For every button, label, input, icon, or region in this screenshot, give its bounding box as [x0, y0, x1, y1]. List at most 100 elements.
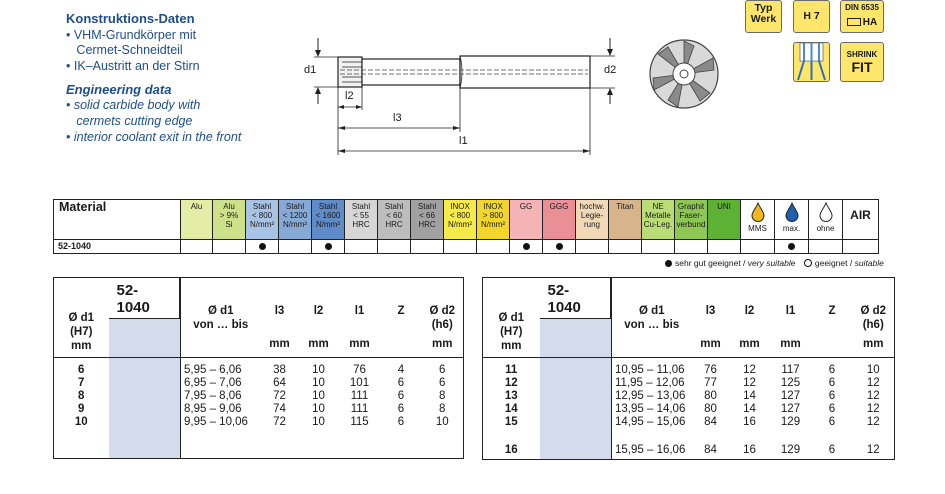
cell-d2: 10	[852, 357, 895, 377]
header-range-line: von … bis	[624, 319, 680, 331]
cell-z: 6	[397, 390, 405, 402]
cell-l3: 80	[704, 403, 717, 415]
material-cell-7	[410, 239, 444, 254]
cell-range: 11,95 – 12,06	[611, 377, 692, 390]
header-l2-line: l2	[313, 305, 324, 317]
cell-blank	[539, 357, 612, 377]
cell-l3: 80	[704, 390, 717, 402]
feature-de-3: • IK–Austritt an der Stirn	[66, 59, 200, 73]
typ-werk-badge: Typ Werk	[745, 0, 782, 33]
header-d2-line: (h6)	[862, 319, 884, 331]
cell-l1: 101	[349, 377, 370, 389]
cell-z: 6	[397, 377, 405, 389]
article-code-cell: 52-1040	[108, 277, 181, 358]
material-cell-15	[674, 239, 708, 254]
cell-range: 15,95 – 16,06	[611, 429, 692, 460]
cell-l1: 111	[350, 390, 369, 402]
header-l2-line: l2	[744, 305, 755, 317]
header-d1-line: (H7)	[70, 326, 93, 338]
cell-l2: 10	[312, 364, 325, 376]
material-header-6: Stahl < 60 HRC	[377, 199, 411, 240]
feature-en-1: • solid carbide body with	[66, 98, 201, 112]
cell-l3: 74	[273, 403, 286, 415]
material-cell-11	[542, 239, 576, 254]
cell-range: 7,95 – 8,06	[180, 390, 261, 403]
cell-l2: 12	[743, 364, 756, 376]
ha-text: HA	[862, 17, 878, 28]
legend-open-text: geeignet /	[814, 258, 855, 268]
header-range: Ø d1 von … bis	[611, 277, 692, 358]
cell-d1: 11	[482, 357, 540, 377]
cell-d1: 10	[53, 416, 109, 459]
shank-icon	[846, 18, 861, 27]
dim-l1-label: l1	[459, 135, 468, 147]
typ-label: Typ	[754, 2, 773, 14]
coolant-channels-icon	[797, 42, 826, 81]
material-cell-0	[180, 239, 213, 254]
cell-z: 6	[828, 403, 836, 415]
cell-l2: 12	[743, 377, 756, 389]
cell-blank	[539, 429, 612, 460]
header-d2-line: Ø d2	[429, 305, 456, 317]
material-cell-8	[443, 239, 477, 254]
title-en: Engineering data	[66, 82, 172, 97]
material-cell-10	[509, 239, 543, 254]
header-l1-line: l1	[354, 305, 365, 317]
cell-blank	[539, 403, 612, 416]
legend-solid-text: sehr gut geeignet /	[675, 258, 748, 268]
suitability-dot	[522, 243, 530, 250]
title-de: Konstruktions-Daten	[66, 11, 195, 26]
cell-d2: 6	[421, 357, 464, 377]
cell-d1: 8	[53, 390, 109, 403]
cell-range: 13,95 – 14,06	[611, 403, 692, 416]
ha-label: HA	[841, 17, 883, 28]
material-cell-12	[575, 239, 609, 254]
header-d1: Ø d1(H7)mm	[482, 277, 540, 358]
cell-blank	[108, 403, 181, 416]
cell-d1: 15	[482, 416, 540, 429]
material-cell-4	[311, 239, 345, 254]
header-d1-line: Ø d1	[68, 312, 95, 324]
cell-z: 6	[811, 429, 853, 460]
cell-d1: 14	[482, 403, 540, 416]
cell-l2: 16	[743, 416, 756, 428]
cell-blank	[539, 416, 612, 429]
header-l3-line: mm	[269, 338, 290, 350]
material-header-8: INOX < 800 N/mm²	[443, 199, 477, 240]
material-cell-14	[641, 239, 675, 254]
material-header-11: GGG	[542, 199, 576, 240]
suitability-dot	[555, 243, 563, 250]
header-l3-line: l3	[705, 305, 716, 317]
fit-label: FIT	[851, 59, 873, 75]
cell-d1: 6	[53, 357, 109, 377]
feature-de-2: Cermet-Schneidteil	[66, 43, 183, 57]
cell-d2: 12	[852, 429, 895, 460]
cell-l2: 10	[298, 416, 339, 459]
material-cell-5	[344, 239, 378, 254]
header-z-line: Z	[828, 305, 836, 317]
material-cell-9	[476, 239, 510, 254]
header-range-line: Ø d1	[638, 305, 665, 317]
material-header-4: Stahl < 1600 N/mm²	[311, 199, 345, 240]
material-cell-6	[377, 239, 411, 254]
coolant-header-0: MMS	[740, 199, 775, 240]
coolant-header-1: max.	[774, 199, 809, 240]
cell-l2: 10	[312, 390, 325, 402]
coolant-label-0: MMS	[748, 224, 767, 233]
header-l3-line	[261, 318, 299, 332]
cell-l1: 129	[780, 416, 801, 428]
coolant-header-2: ohne	[808, 199, 843, 240]
cell-blank	[108, 390, 181, 403]
header-d2: Ø d2(h6)mm	[421, 277, 464, 358]
header-l1-line: mm	[349, 338, 370, 350]
header-l1-line: mm	[780, 338, 801, 350]
cell-d1: 9	[53, 403, 109, 416]
legend-open-text-en: suitable	[854, 258, 884, 268]
